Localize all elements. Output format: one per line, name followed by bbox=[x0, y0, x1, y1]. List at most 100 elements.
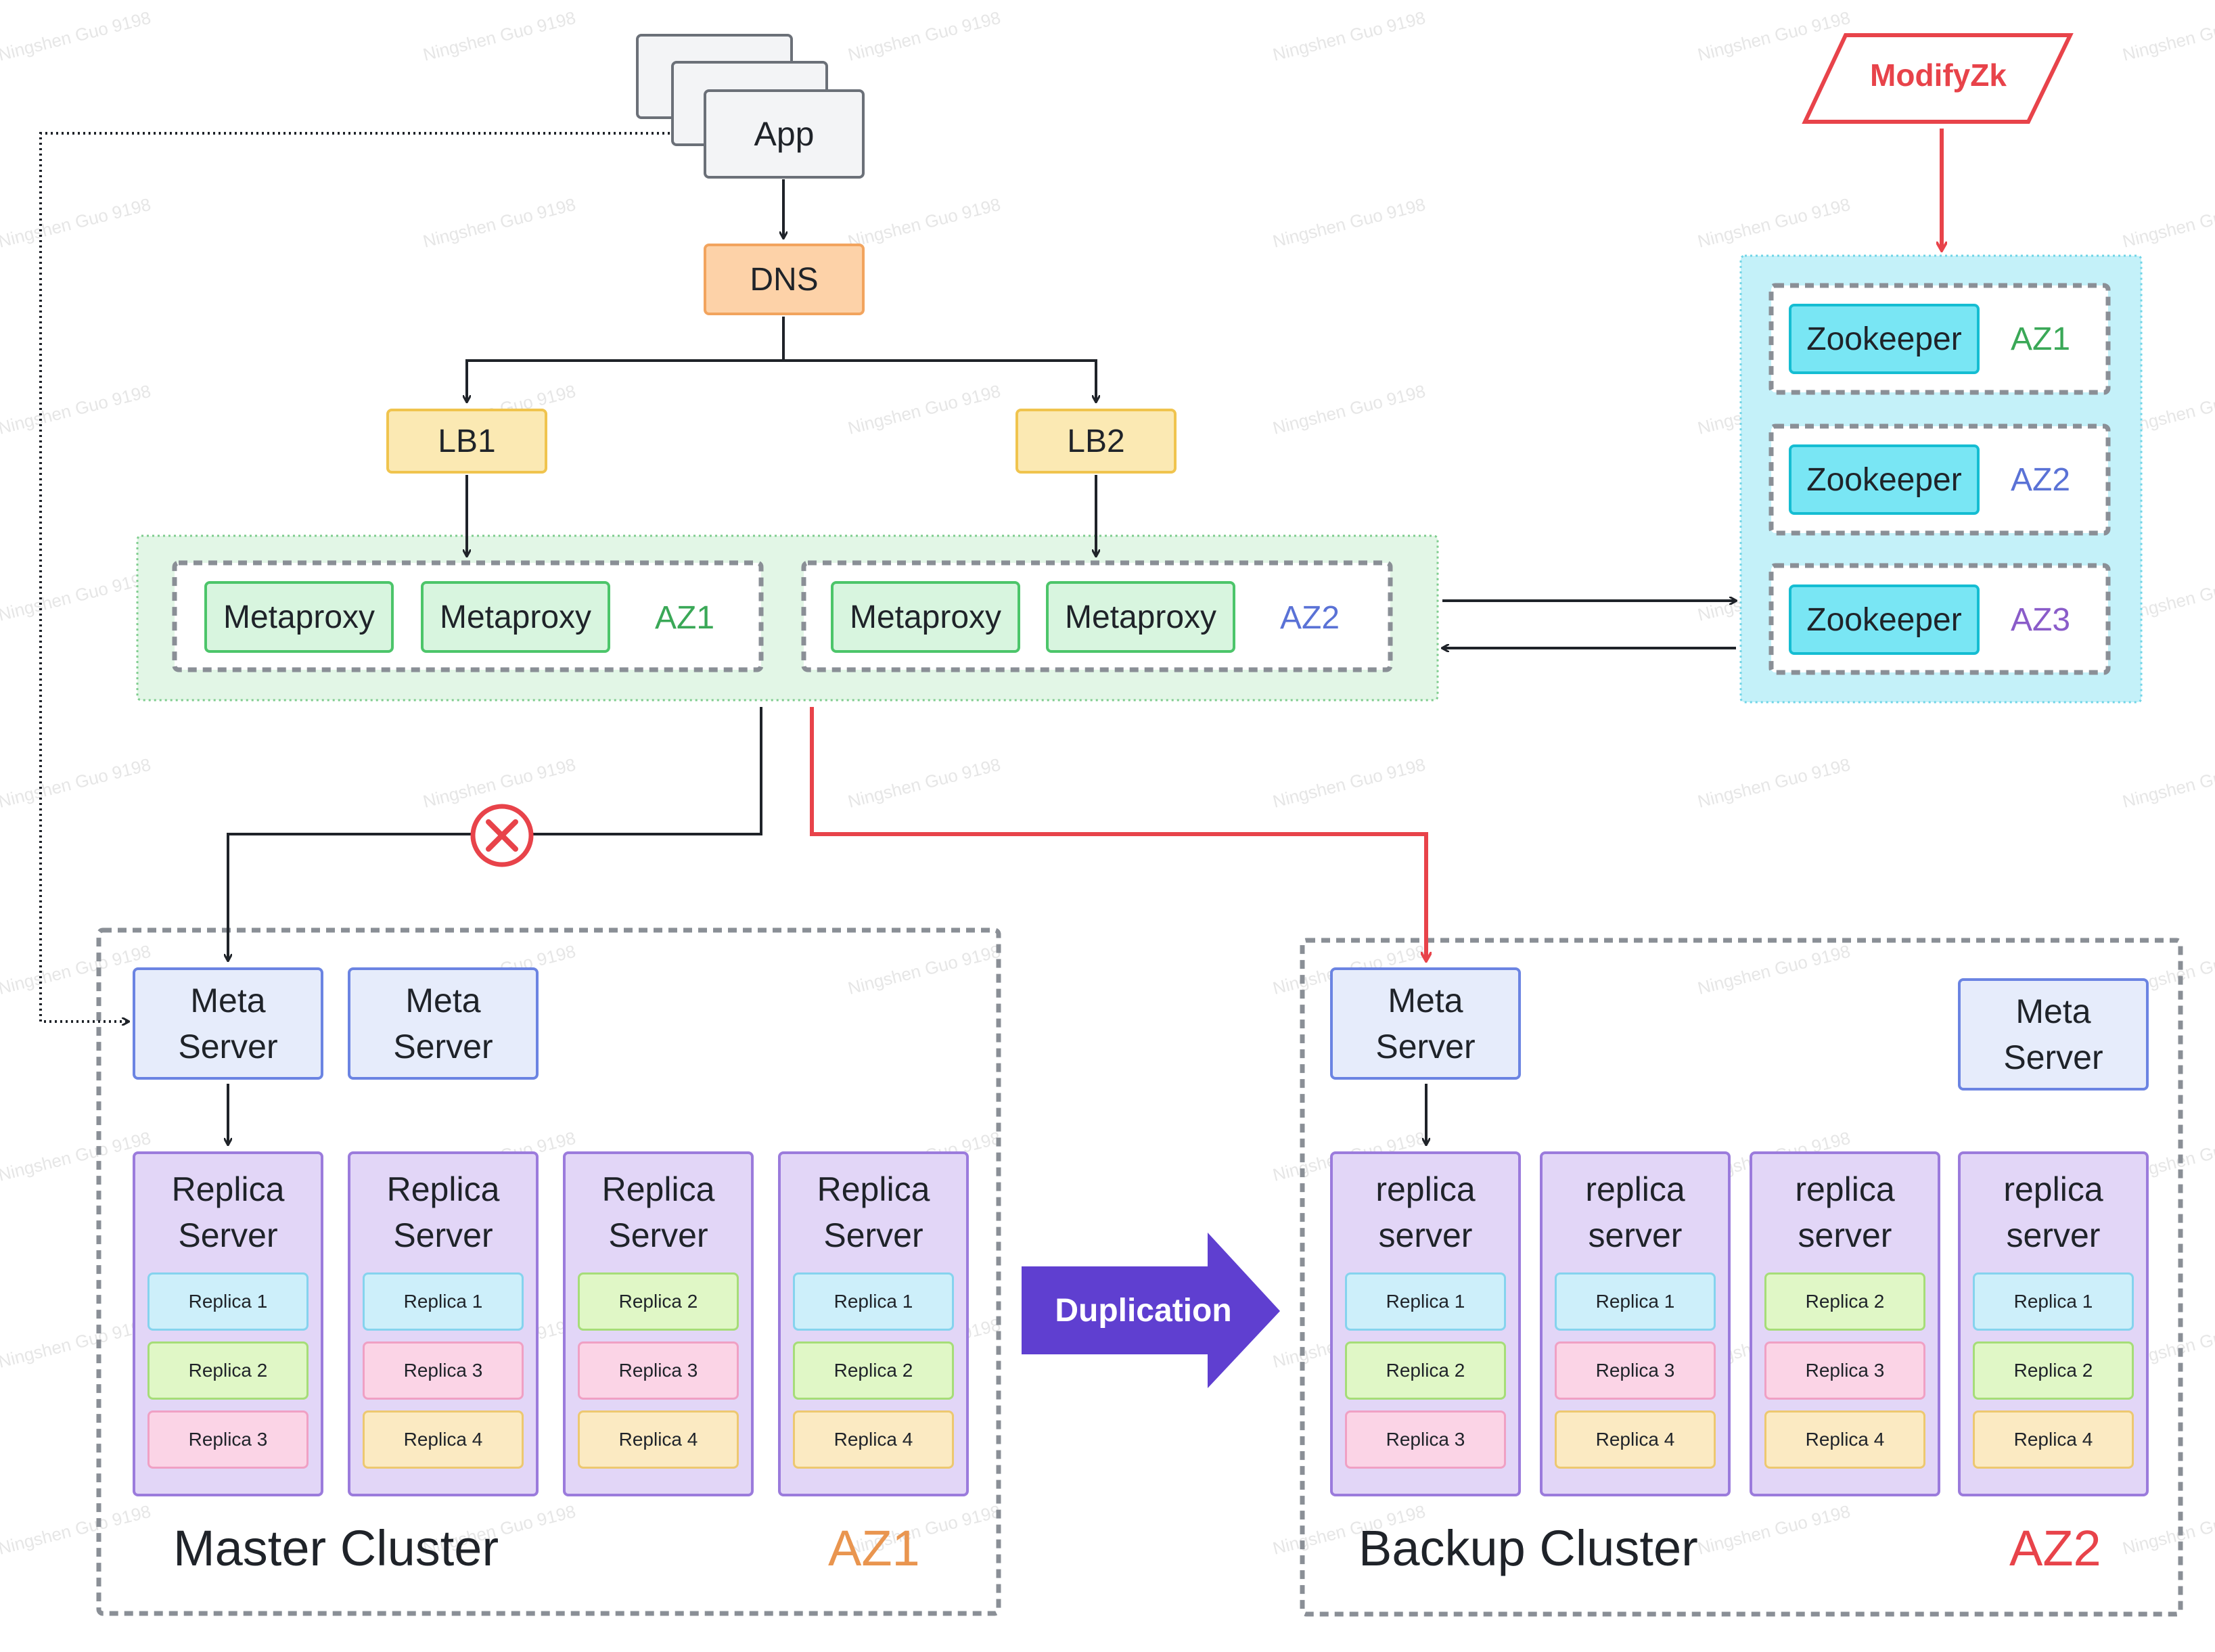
watermark-text: Ningshen Guo 9198 bbox=[421, 194, 578, 252]
metaproxy-az1-b: Metaproxy bbox=[421, 581, 610, 653]
watermark-text: Ningshen Guo 9198 bbox=[0, 194, 153, 252]
replica-server-title-line-2: Server bbox=[823, 1216, 923, 1254]
metaproxy-label: Metaproxy bbox=[849, 599, 1002, 635]
watermark-text: Ningshen Guo 9198 bbox=[2120, 754, 2215, 812]
replica-chip: Replica 3 bbox=[1764, 1341, 1925, 1400]
replica-server-title-line-2: server bbox=[1798, 1216, 1892, 1254]
backup-cluster-az: AZ2 bbox=[2009, 1520, 2101, 1576]
replica-chip: Replica 1 bbox=[793, 1272, 954, 1331]
zookeeper-label: Zookeeper bbox=[1806, 321, 1962, 357]
watermark-text: Ningshen Guo 9198 bbox=[1695, 1501, 1852, 1559]
metaproxy-label: Metaproxy bbox=[1064, 599, 1217, 635]
replica-server-title-line-2: server bbox=[1588, 1216, 1683, 1254]
meta-label: Meta bbox=[405, 982, 481, 1019]
backup-cluster-title: Backup Cluster bbox=[1358, 1520, 1698, 1576]
watermark-text: Ningshen Guo 9198 bbox=[846, 941, 1003, 999]
replica-chip: Replica 2 bbox=[1764, 1272, 1925, 1331]
meta-label: Meta bbox=[2015, 992, 2091, 1030]
dns-label: DNS bbox=[750, 261, 819, 298]
replica-server-title: replica server bbox=[1795, 1166, 1894, 1258]
watermark-text: Ningshen Guo 9198 bbox=[1271, 7, 1428, 65]
watermark-text: Ningshen Guo 9198 bbox=[1271, 194, 1428, 252]
dns-node: DNS bbox=[704, 244, 865, 315]
metaproxy-az1-tag: AZ1 bbox=[655, 600, 715, 636]
lb1-node: LB1 bbox=[386, 409, 547, 474]
replica-server-title-line-1: replica bbox=[1375, 1170, 1476, 1208]
replica-chip: Replica 4 bbox=[1973, 1410, 2134, 1469]
replica-chip: Replica 2 bbox=[147, 1341, 309, 1400]
zookeeper-az1-tag: AZ1 bbox=[2011, 321, 2071, 357]
metaproxy-az2-a: Metaproxy bbox=[831, 581, 1020, 653]
replica-chip: Replica 4 bbox=[1555, 1410, 1716, 1469]
replica-chip: Replica 2 bbox=[1345, 1341, 1506, 1400]
watermark-text: Ningshen Guo 9198 bbox=[421, 754, 578, 812]
master-cluster-title: Master Cluster bbox=[173, 1520, 499, 1576]
replica-server-title-line-2: server bbox=[1378, 1216, 1473, 1254]
replica-server-title-line-1: replica bbox=[1585, 1170, 1685, 1208]
replica-chip: Replica 3 bbox=[147, 1410, 309, 1469]
watermark-text: Ningshen Guo 9198 bbox=[2120, 194, 2215, 252]
server-label: Server bbox=[1375, 1028, 1476, 1065]
zookeeper-az3: Zookeeper bbox=[1789, 584, 1980, 655]
replica-server-title-line-2: Server bbox=[178, 1216, 278, 1254]
server-label: Server bbox=[393, 1028, 493, 1065]
replica-chip: Replica 4 bbox=[1764, 1410, 1925, 1469]
watermark-text: Ningshen Guo 9198 bbox=[1695, 194, 1852, 252]
watermark-text: Ningshen Guo 9198 bbox=[846, 194, 1003, 252]
app-node: App bbox=[704, 89, 865, 179]
replica-chip: Replica 3 bbox=[578, 1341, 739, 1400]
replica-chip: Replica 1 bbox=[147, 1272, 309, 1331]
duplication-label: Duplication bbox=[1055, 1293, 1232, 1329]
replica-chip: Replica 2 bbox=[578, 1272, 739, 1331]
server-label: Server bbox=[2003, 1038, 2103, 1076]
replica-server-title-line-2: server bbox=[2006, 1216, 2101, 1254]
watermark-text: Ningshen Guo 9198 bbox=[1271, 381, 1428, 438]
metaproxy-label: Metaproxy bbox=[223, 599, 375, 635]
replica-chip: Replica 3 bbox=[1345, 1410, 1506, 1469]
replica-server-title-line-2: Server bbox=[393, 1216, 493, 1254]
zookeeper-az3-tag: AZ3 bbox=[2011, 602, 2071, 638]
backup-cluster-container bbox=[1300, 938, 2183, 1617]
watermark-text: Ningshen Guo 9198 bbox=[0, 754, 153, 812]
replica-chip: Replica 3 bbox=[363, 1341, 524, 1400]
lb2-label: LB2 bbox=[1067, 423, 1125, 459]
meta-label: Meta bbox=[1388, 982, 1463, 1019]
duplication-arrow bbox=[1022, 1233, 1280, 1388]
zookeeper-az2: Zookeeper bbox=[1789, 444, 1980, 515]
replica-server-title-line-1: replica bbox=[1795, 1170, 1895, 1208]
replica-chip: Replica 4 bbox=[578, 1410, 739, 1469]
watermark-text: Ningshen Guo 9198 bbox=[0, 7, 153, 65]
watermark-text: Ningshen Guo 9198 bbox=[0, 941, 153, 999]
replica-chip: Replica 1 bbox=[1973, 1272, 2134, 1331]
watermark-text: Ningshen Guo 9198 bbox=[0, 568, 153, 625]
watermark-text: Ningshen Guo 9198 bbox=[2120, 7, 2215, 65]
replica-server-title-line-1: Replica bbox=[817, 1170, 930, 1208]
replica-server-title-line-1: replica bbox=[2003, 1170, 2103, 1208]
modifyzk-shape bbox=[1802, 33, 2074, 124]
watermark-text: Ningshen Guo 9198 bbox=[846, 381, 1003, 438]
replica-server-title-line-1: Replica bbox=[171, 1170, 285, 1208]
replica-chip: Replica 1 bbox=[1345, 1272, 1506, 1331]
replica-server-title-line-1: Replica bbox=[386, 1170, 500, 1208]
modifyzk-label: ModifyZk bbox=[1870, 58, 2007, 93]
watermark-text: Ningshen Guo 9198 bbox=[421, 7, 578, 65]
failure-x-icon bbox=[470, 804, 534, 867]
watermark-text: Ningshen Guo 9198 bbox=[1695, 941, 1852, 999]
watermark-text: Ningshen Guo 9198 bbox=[1271, 754, 1428, 812]
lb2-node: LB2 bbox=[1015, 409, 1177, 474]
watermark-text: Ningshen Guo 9198 bbox=[1695, 754, 1852, 812]
watermark-text: Ningshen Guo 9198 bbox=[0, 1128, 153, 1185]
